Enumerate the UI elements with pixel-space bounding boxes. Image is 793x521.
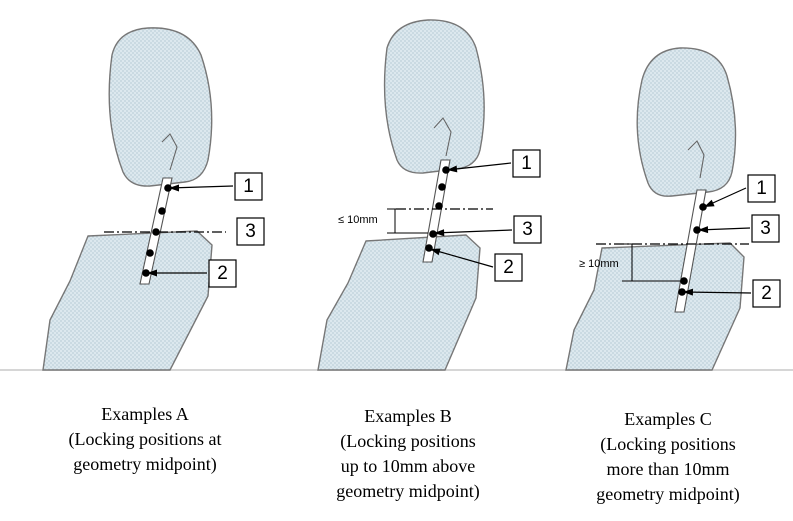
headrest-c (636, 47, 737, 197)
ref-label-1-c: 1 (756, 178, 767, 199)
lock-point-3-a (152, 228, 160, 236)
lock-point-1-c (699, 203, 707, 211)
caption-b-line: (Locking positions (340, 431, 476, 451)
caption-b-line: up to 10mm above (340, 456, 476, 476)
ref-label-2-c: 2 (761, 283, 772, 304)
offset-label-b: ≤ 10mm (338, 214, 378, 226)
headrest-b (383, 19, 485, 174)
ref-label-2-a: 2 (217, 263, 228, 284)
ref-box-3-b (513, 215, 542, 244)
arrowhead-2-c (683, 288, 693, 296)
seat-back-b (317, 234, 481, 371)
ref-label-1-a: 1 (243, 176, 254, 197)
leader-1-b (446, 162, 512, 171)
example-b-figure: ≤ 10mm 1 3 2 (317, 19, 542, 371)
example-a-figure: 1 3 2 (42, 27, 265, 371)
caption-a-title: Examples A (101, 404, 189, 424)
example-c-figure: ≥ 10mm 1 3 2 (565, 47, 781, 371)
caption-b-line: geometry midpoint) (336, 481, 480, 501)
ref-box-2-b (494, 253, 523, 282)
lock-point-c-lower (680, 277, 688, 285)
lock-point-2-a (142, 269, 150, 277)
ref-label-1-b: 1 (521, 153, 532, 174)
arrowhead-2-a (147, 269, 157, 277)
ref-box-3-c (751, 214, 780, 243)
lock-point-b-upper2 (435, 202, 443, 210)
caption-b: Examples B (Locking positions up to 10mm… (298, 404, 518, 504)
ref-box-2-c (752, 279, 781, 308)
lock-point-1-a (164, 184, 172, 192)
seat-back-c (565, 242, 745, 371)
caption-a: Examples A (Locking positions at geometr… (35, 402, 255, 477)
arrowhead-3-b (434, 229, 445, 237)
ref-label-2-b: 2 (503, 257, 514, 278)
caption-c-line: (Locking positions (600, 434, 736, 454)
caption-c-line: more than 10mm (606, 459, 730, 479)
stem-c (687, 140, 705, 179)
headrest-a (108, 27, 213, 187)
ref-box-3-a (236, 217, 265, 246)
lock-point-a-lower (146, 249, 154, 257)
arrowhead-1-c (704, 199, 715, 207)
ref-box-1-b (512, 149, 541, 178)
lock-point-2-c (678, 288, 686, 296)
offset-label-c: ≥ 10mm (579, 258, 619, 270)
caption-a-line: geometry midpoint) (73, 454, 217, 474)
caption-a-line: (Locking positions at (68, 429, 222, 449)
caption-b-title: Examples B (364, 406, 452, 426)
caption-c-title: Examples C (624, 409, 712, 429)
ref-label-3-a: 3 (245, 221, 256, 242)
leader-2-c (682, 291, 752, 294)
seat-back-a (42, 230, 213, 371)
arrowhead-1-a (169, 184, 179, 192)
arrowhead-3-c (698, 226, 709, 234)
leader-2-b (429, 248, 494, 268)
ref-box-1-a (234, 172, 263, 201)
lock-point-3-c (693, 226, 701, 234)
ref-label-3-c: 3 (760, 218, 771, 239)
ref-label-3-b: 3 (522, 219, 533, 240)
stem-a (161, 133, 178, 171)
caption-c-line: geometry midpoint) (596, 484, 740, 504)
caption-c: Examples C (Locking positions more than … (558, 407, 778, 507)
lock-point-1-b (442, 166, 450, 174)
lock-point-b-upper (438, 183, 446, 191)
ref-box-2-a (208, 259, 237, 288)
ref-box-1-c (747, 174, 776, 203)
arrowhead-1-b (447, 165, 458, 173)
arrowhead-2-b (430, 248, 441, 256)
leader-3-b (433, 229, 513, 234)
stem-b (433, 117, 452, 157)
lock-point-3-b (429, 230, 437, 238)
lock-point-a-upper (158, 207, 166, 215)
lock-point-2-b (425, 244, 433, 252)
leader-1-a (168, 185, 234, 189)
